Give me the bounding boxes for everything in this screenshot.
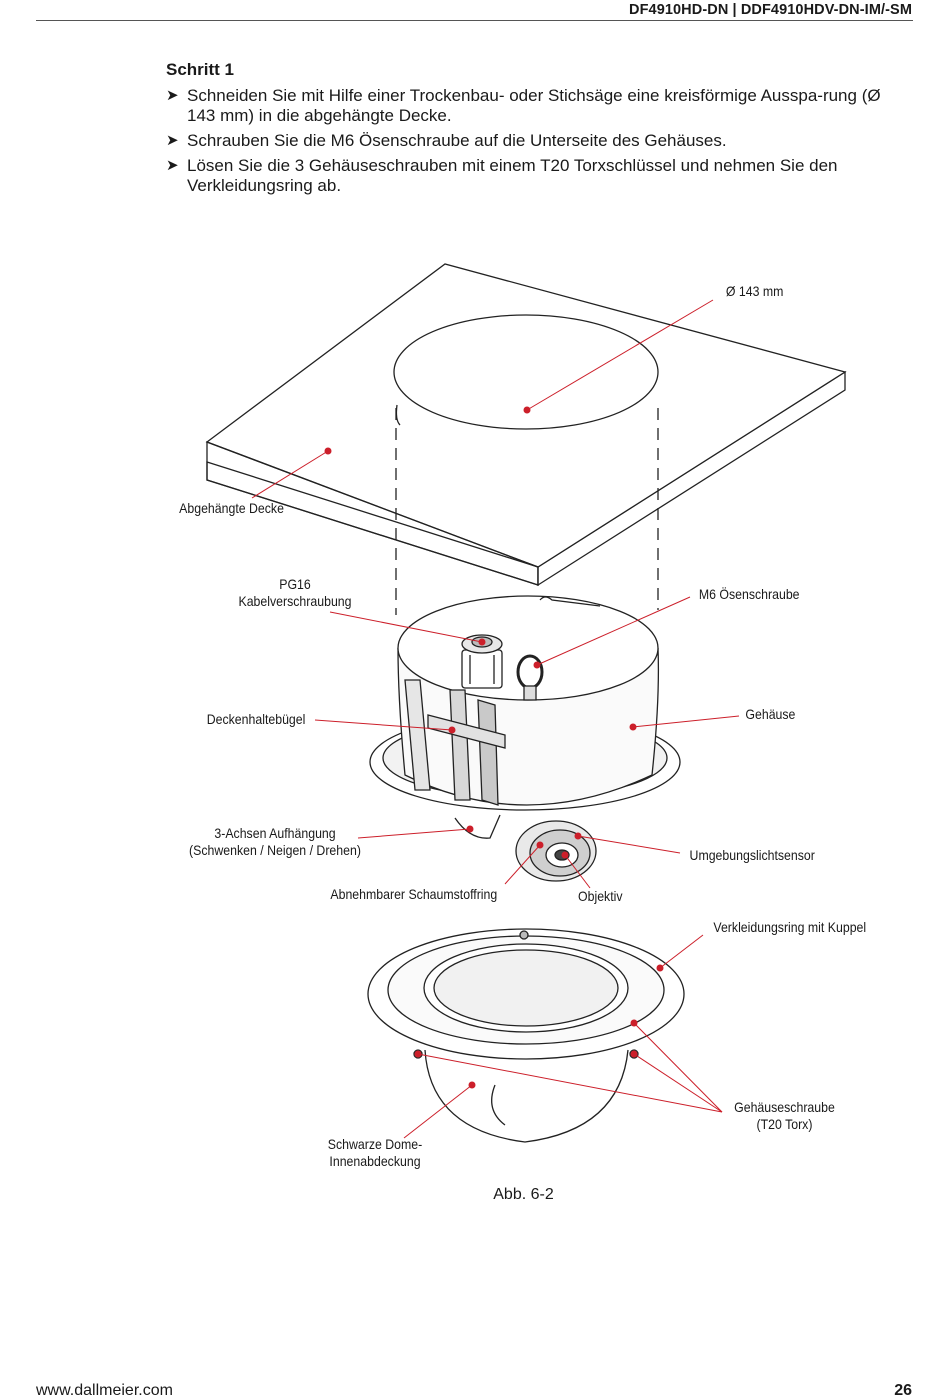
label-dome-line2: Innenabdeckung <box>329 1153 421 1169</box>
label-dome-line1: Schwarze Dome- <box>327 1136 423 1152</box>
label-trim-ring: Verkleidungsring mit Kuppel <box>713 919 867 935</box>
label-suspended-ceiling: Abgehängte Decke <box>179 500 284 516</box>
label-foam-ring: Abnehmbarer Schaumstoffring <box>330 886 498 902</box>
instruction-item: ➤ Lösen Sie die 3 Gehäuseschrauben mit ei… <box>166 156 891 196</box>
label-pg16-line2: Kabelverschraubung <box>238 593 352 609</box>
arrow-bullet-icon: ➤ <box>166 87 179 104</box>
document-header-title: DF4910HD-DN | DDF4910HDV-DN-IM/-SM <box>629 2 912 18</box>
instruction-item: ➤ Schneiden Sie mit Hilfe einer Trockenba… <box>166 86 891 126</box>
instruction-list: ➤ Schneiden Sie mit Hilfe einer Trockenba… <box>166 86 891 201</box>
alignment-guides <box>395 408 659 615</box>
arrow-bullet-icon: ➤ <box>166 132 179 149</box>
label-housing-screw-line1: Gehäuseschraube <box>734 1099 835 1115</box>
arrow-bullet-icon: ➤ <box>166 157 179 174</box>
label-3-axis-line2: (Schwenken / Neigen / Drehen) <box>189 842 361 858</box>
camera-housing <box>369 595 681 882</box>
instruction-text: Schneiden Sie mit Hilfe einer Trockenbau… <box>187 86 881 125</box>
instruction-item: ➤ Schrauben Sie die M6 Ösenschraube auf d… <box>166 131 891 151</box>
label-pg16: PG16 Kabelverschraubung <box>229 576 361 610</box>
label-light-sensor: Umgebungslichtsensor <box>689 847 815 863</box>
figure-caption: Abb. 6-2 <box>493 1186 554 1203</box>
callout-lines <box>251 299 740 1139</box>
label-pg16-line1: PG16 <box>279 576 311 592</box>
label-housing-screw: Gehäuseschraube (T20 Torx) <box>712 1099 857 1133</box>
label-housing-screw-line2: (T20 Torx) <box>756 1116 813 1132</box>
label-housing: Gehäuse <box>745 706 796 722</box>
step-heading: Schritt 1 <box>166 60 235 79</box>
trim-ring-dome <box>367 928 685 1143</box>
label-3-axis-mount: 3-Achsen Aufhängung (Schwenken / Neigen … <box>165 825 385 859</box>
footer-website-link[interactable]: www.dallmeier.com <box>36 1382 173 1399</box>
page-number: 26 <box>894 1382 912 1399</box>
label-m6-eyebolt: M6 Ösenschraube <box>698 586 800 602</box>
instruction-text: Schrauben Sie die M6 Ösenschraube auf di… <box>187 131 727 150</box>
header-divider <box>36 20 913 21</box>
instruction-text: Lösen Sie die 3 Gehäuseschrauben mit ein… <box>187 156 838 195</box>
callout-dots <box>324 406 664 1089</box>
label-diameter: Ø 143 mm <box>725 283 784 299</box>
label-lens: Objektiv <box>578 888 623 904</box>
label-dome-cover: Schwarze Dome- Innenabdeckung <box>309 1136 441 1170</box>
ceiling-panel <box>205 263 847 587</box>
label-ceiling-bracket: Deckenhaltebügel <box>206 711 306 727</box>
label-3-axis-line1: 3-Achsen Aufhängung <box>214 825 336 841</box>
